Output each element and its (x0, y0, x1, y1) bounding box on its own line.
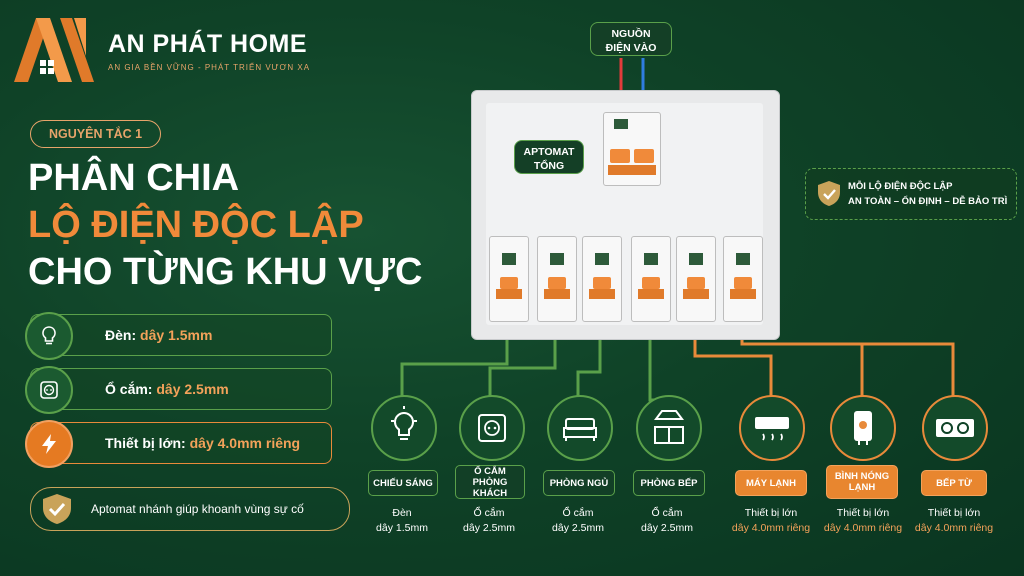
branch-breaker (676, 236, 716, 322)
circuit-label: Ổ CẮM PHÒNG KHÁCH (455, 465, 525, 499)
kitchen-icon (636, 395, 702, 461)
branch-breaker (631, 236, 671, 322)
main-breaker (603, 112, 661, 186)
circuit-label: PHÒNG BẾP (633, 470, 705, 496)
lightbulb-icon (25, 312, 73, 360)
circuit-label: BẾP TỪ (921, 470, 987, 496)
feature-row-light: Đèn: dây 1.5mm (25, 312, 332, 360)
air-conditioner-icon (739, 395, 805, 461)
bed-icon (547, 395, 613, 461)
branch-breaker (723, 236, 763, 322)
shield-check-icon (818, 181, 840, 206)
water-heater-icon (830, 395, 896, 461)
induction-cooker-icon (922, 395, 988, 461)
aptomat-note-text: Aptomat nhánh giúp khoanh vùng sự cố (91, 502, 304, 516)
principle-badge: NGUYÊN TẮC 1 (30, 120, 162, 148)
circuit-label: BÌNH NÓNG LẠNH (826, 465, 898, 499)
branch-breaker (489, 236, 529, 322)
headline-line-3: CHO TỪNG KHU VỰC (28, 251, 423, 293)
headline-line-1: PHÂN CHIA (28, 157, 240, 199)
branch-breaker (582, 236, 622, 322)
feature-label: Ổ cắm: (105, 381, 153, 397)
independent-circuit-note: MỖI LỘ ĐIỆN ĐỘC LẬP AN TOÀN – ỔN ĐỊNH – … (805, 168, 1017, 220)
aptomat-note-row: Aptomat nhánh giúp khoanh vùng sự cố (30, 487, 350, 531)
feature-value: dây 4.0mm riêng (189, 435, 301, 451)
brand-tagline: AN GIA BỀN VỮNG - PHÁT TRIỂN VƯƠN XA (108, 63, 311, 72)
feature-row-socket: Ổ cắm: dây 2.5mm (25, 366, 332, 414)
socket-icon (25, 366, 73, 414)
an-phat-home-logo (14, 18, 94, 82)
shield-check-icon (43, 494, 71, 524)
brand-name: AN PHÁT HOME (108, 30, 308, 58)
circuit-label: PHÒNG NGỦ (543, 470, 615, 496)
feature-label: Thiết bị lớn: (105, 435, 186, 451)
feature-value: dây 1.5mm (140, 327, 213, 343)
lightning-icon (25, 420, 73, 468)
circuit-label: MÁY LẠNH (735, 470, 807, 496)
lightbulb-icon (371, 395, 437, 461)
socket-icon (459, 395, 525, 461)
feature-value: dây 2.5mm (156, 381, 229, 397)
circuit-label: CHIẾU SÁNG (368, 470, 438, 496)
feature-row-large-device: Thiết bị lớn: dây 4.0mm riêng (25, 420, 332, 468)
feature-label: Đèn: (105, 327, 137, 343)
branch-breaker (537, 236, 577, 322)
headline-line-2: LỘ ĐIỆN ĐỘC LẬP (28, 204, 364, 246)
